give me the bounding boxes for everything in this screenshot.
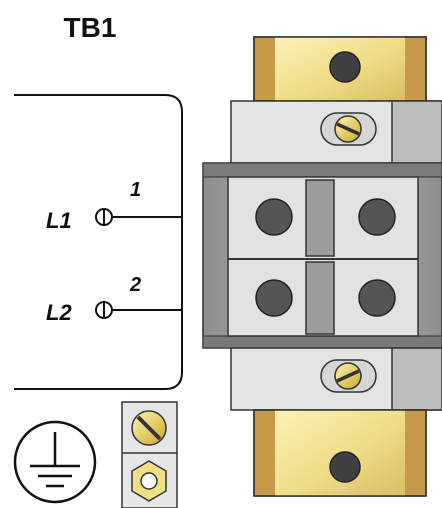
lower-housing xyxy=(230,347,442,411)
slotted-screw-icon xyxy=(334,362,362,390)
bottom-bus-bar xyxy=(253,409,427,497)
terminal-label: L2 xyxy=(46,300,72,325)
terminal-number: 1 xyxy=(130,179,141,201)
hex-nut-icon xyxy=(131,460,167,502)
ground-terminal xyxy=(121,401,178,508)
terminal-circle-icon xyxy=(95,208,113,226)
slotted-screw-icon xyxy=(334,115,362,143)
top-bus-bar xyxy=(253,36,427,102)
middle-housing xyxy=(202,162,442,349)
terminal-block xyxy=(202,36,442,497)
slotted-screw-icon xyxy=(131,410,167,446)
terminal-label: L1 xyxy=(46,208,72,233)
wiring-outline xyxy=(14,94,183,390)
mounting-hole-icon xyxy=(329,51,361,83)
socket-hole-icon xyxy=(255,279,293,317)
socket-hole-icon xyxy=(358,279,396,317)
protective-earth-ground-icon xyxy=(13,420,97,504)
upper-housing xyxy=(230,100,442,164)
socket-hole-icon xyxy=(358,198,396,236)
terminal-l2: L2 2 xyxy=(46,274,182,325)
terminal-number: 2 xyxy=(129,274,141,296)
socket-hole-icon xyxy=(255,198,293,236)
terminal-l1: L1 1 xyxy=(46,179,182,233)
terminal-circle-icon xyxy=(95,301,113,319)
mounting-hole-icon xyxy=(329,451,361,483)
title: TB1 xyxy=(64,12,117,43)
